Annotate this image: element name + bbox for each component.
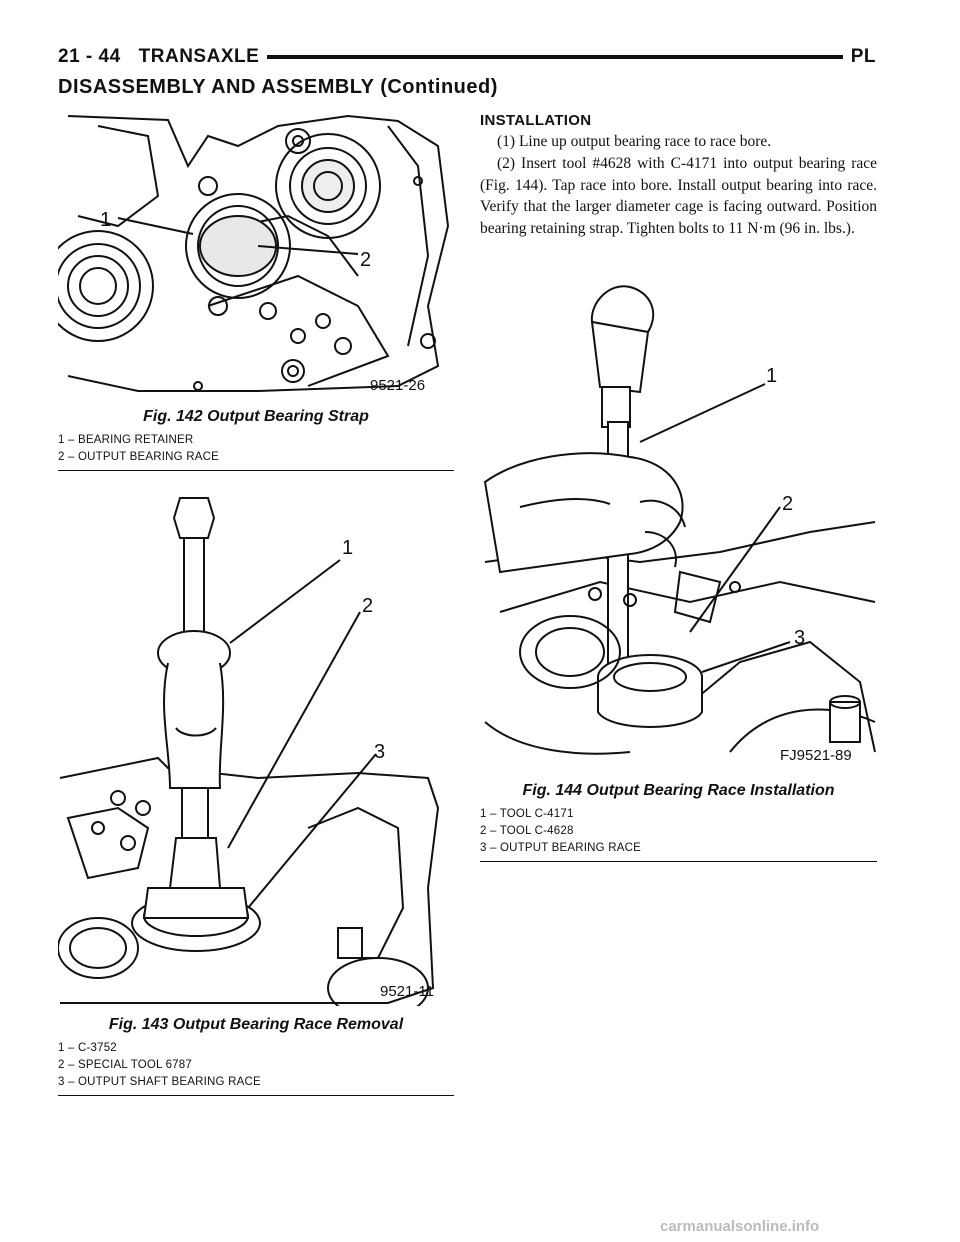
step-1: (1) Line up output bearing race to race …	[497, 133, 772, 150]
figure-title: Fig. 144 Output Bearing Race Installatio…	[522, 782, 835, 799]
legend-item: 2 – OUTPUT BEARING RACE	[58, 451, 219, 463]
caption-rule	[58, 1095, 454, 1096]
callout-1: 1	[766, 365, 777, 387]
leader-lines	[117, 217, 359, 255]
bores	[58, 790, 429, 1006]
fig-143-illustration: 1 2 3 9521-11	[58, 488, 454, 1006]
right-bore	[275, 128, 381, 239]
installation-section: INSTALLATION (1) Line up output bearing …	[480, 112, 877, 240]
legend-item: 1 – BEARING RETAINER	[58, 434, 194, 446]
legend-item: 2 – TOOL C-4628	[480, 825, 574, 837]
legend-item: 2 – SPECIAL TOOL 6787	[58, 1059, 192, 1071]
figure-title: Fig. 142 Output Bearing Strap	[143, 408, 369, 425]
fig-144-illustration: 1 2 3 FJ9521-89	[480, 282, 877, 774]
callout-2: 2	[360, 249, 371, 271]
fig-143-caption: Fig. 143 Output Bearing Race Removal 1 –…	[58, 1016, 454, 1096]
callout-1: 1	[100, 209, 111, 231]
page-number: 21 - 44	[58, 46, 121, 67]
footer-watermark: carmanualsonline.info	[660, 1218, 820, 1235]
page-header: 21 - 44 TRANSAXLE PL	[58, 40, 876, 74]
bolts	[193, 176, 436, 391]
callout-2: 2	[362, 595, 373, 617]
header-rule	[267, 55, 843, 59]
page-subtitle: DISASSEMBLY AND ASSEMBLY (Continued)	[58, 76, 498, 98]
legend-item: 1 – C-3752	[58, 1042, 117, 1054]
bores	[519, 570, 861, 743]
case-outline	[67, 114, 450, 392]
section-heading: INSTALLATION	[480, 112, 592, 129]
fig-144-caption: Fig. 144 Output Bearing Race Installatio…	[480, 782, 877, 862]
leader-lines	[227, 559, 377, 909]
bearing-race	[185, 193, 291, 299]
legend-item: 1 – TOOL C-4171	[480, 808, 574, 820]
case-outline	[59, 756, 440, 1004]
figure-title: Fig. 143 Output Bearing Race Removal	[108, 1016, 404, 1033]
legend-item: 3 – OUTPUT SHAFT BEARING RACE	[58, 1076, 261, 1088]
callout-2: 2	[782, 493, 793, 515]
callout-1: 1	[342, 537, 353, 559]
callout-3: 3	[374, 741, 385, 763]
leader-lines	[639, 383, 791, 673]
image-code: FJ9521-89	[780, 747, 852, 764]
callout-3: 3	[794, 627, 805, 649]
race-installer	[597, 654, 703, 728]
legend-item: 3 – OUTPUT BEARING RACE	[480, 842, 641, 854]
caption-rule	[480, 861, 877, 862]
fig-142-illustration: 1 2 9521-26	[58, 106, 454, 402]
image-code: 9521-26	[370, 377, 425, 394]
left-bore	[58, 230, 154, 342]
section-title: TRANSAXLE	[138, 46, 260, 67]
image-code: 9521-11	[380, 983, 434, 1000]
fig-142-caption: Fig. 142 Output Bearing Strap 1 – BEARIN…	[58, 408, 454, 471]
slide-hammer-tool	[131, 497, 261, 952]
model-code: PL	[850, 46, 876, 67]
hand	[483, 452, 686, 574]
step-2: (2) Insert tool #4628 with C-4171 into o…	[480, 154, 877, 238]
caption-rule	[58, 470, 454, 471]
